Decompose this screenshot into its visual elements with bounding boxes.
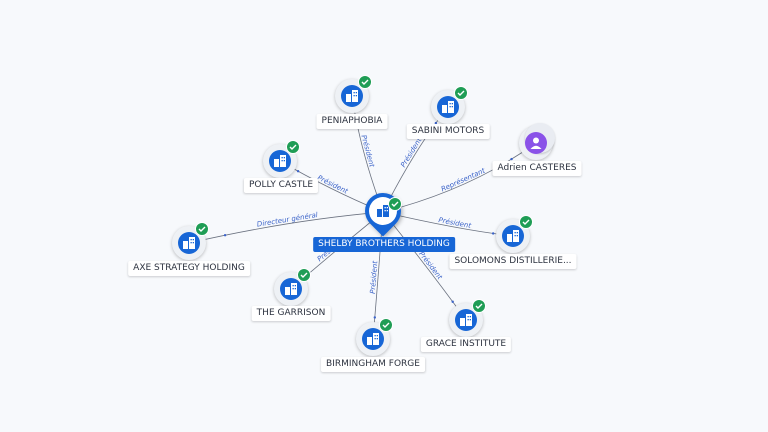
node-label-polly[interactable]: POLLY CASTLE bbox=[243, 178, 319, 193]
building-icon bbox=[274, 155, 286, 167]
edge-arrow-axe bbox=[223, 234, 227, 237]
edge-arrow-sabini bbox=[434, 121, 438, 125]
node-badge bbox=[437, 96, 459, 118]
node-label-axe[interactable]: AXE STRATEGY HOLDING bbox=[128, 261, 250, 276]
verified-check-icon bbox=[195, 222, 209, 236]
node-label-adrien[interactable]: Adrien CASTERES bbox=[492, 161, 582, 176]
edge-label-adrien: Représentant bbox=[440, 167, 487, 194]
node-badge bbox=[455, 309, 477, 331]
edge-arrow-polly bbox=[296, 170, 300, 173]
node-garrison[interactable] bbox=[274, 268, 311, 306]
node-label-grace[interactable]: GRACE INSTITUTE bbox=[420, 337, 512, 352]
edge-label-birmingham: Président bbox=[369, 260, 380, 294]
node-badge bbox=[280, 278, 302, 300]
edge-adrien bbox=[382, 142, 537, 213]
edge-arrow-adrien bbox=[510, 157, 513, 161]
node-adrien[interactable] bbox=[519, 123, 555, 160]
node-polly[interactable] bbox=[263, 140, 300, 178]
node-badge bbox=[341, 85, 363, 107]
edge-label-peniaphobia: Président bbox=[359, 134, 375, 168]
edge-arrow-grace bbox=[451, 300, 454, 303]
edge-label-sabini: Président bbox=[399, 136, 423, 168]
building-icon bbox=[285, 283, 297, 295]
node-badge bbox=[269, 150, 291, 172]
node-birmingham[interactable] bbox=[356, 318, 393, 356]
node-label-garrison[interactable]: THE GARRISON bbox=[251, 306, 331, 321]
node-badge bbox=[502, 225, 524, 247]
verified-check-icon bbox=[454, 86, 468, 100]
building-icon bbox=[367, 333, 379, 345]
verified-check-icon bbox=[379, 318, 393, 332]
center-company-marker[interactable] bbox=[357, 185, 409, 237]
verified-check-icon bbox=[358, 75, 372, 89]
verified-check-icon bbox=[297, 268, 311, 282]
node-label-peniaphobia[interactable]: PENIAPHOBIA bbox=[316, 114, 388, 129]
node-label-birmingham[interactable]: BIRMINGHAM FORGE bbox=[321, 357, 425, 372]
verified-check-icon bbox=[286, 140, 300, 154]
edge-label-solomons: Président bbox=[438, 216, 472, 230]
edge-label-polly: Président bbox=[316, 174, 349, 196]
node-grace[interactable] bbox=[449, 299, 486, 337]
verified-check-icon bbox=[388, 197, 402, 211]
edge-arrow-solomons bbox=[491, 232, 495, 235]
building-icon bbox=[183, 237, 195, 249]
node-badge bbox=[525, 132, 547, 154]
node-label-sabini[interactable]: SABINI MOTORS bbox=[406, 124, 490, 139]
node-label-solomons[interactable]: SOLOMONS DISTILLERIE... bbox=[449, 254, 577, 269]
verified-check-icon bbox=[519, 215, 533, 229]
edge-arrow-birmingham bbox=[373, 316, 376, 319]
building-icon bbox=[442, 101, 454, 113]
edge-label-grace: Président bbox=[417, 250, 444, 281]
building-icon bbox=[346, 90, 358, 102]
node-badge bbox=[178, 232, 200, 254]
building-icon bbox=[460, 314, 472, 326]
verified-check-icon bbox=[472, 299, 486, 313]
node-solomons[interactable] bbox=[496, 215, 533, 253]
node-sabini[interactable] bbox=[431, 86, 468, 124]
building-icon bbox=[377, 205, 389, 217]
node-axe[interactable] bbox=[172, 222, 209, 260]
center-company-label[interactable]: SHELBY BROTHERS HOLDING bbox=[313, 237, 455, 252]
edge-axe bbox=[188, 211, 384, 244]
node-badge bbox=[362, 328, 384, 350]
edge-label-axe: Directeur général bbox=[256, 211, 318, 229]
building-icon bbox=[507, 230, 519, 242]
node-peniaphobia[interactable] bbox=[335, 75, 372, 113]
person-icon bbox=[530, 137, 542, 149]
